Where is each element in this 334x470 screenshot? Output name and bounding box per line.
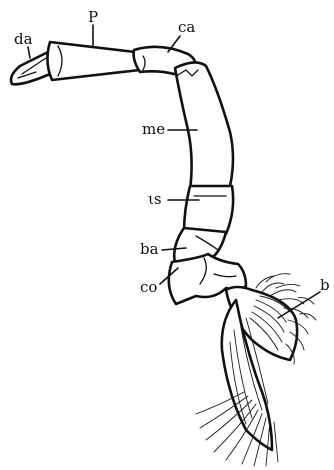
label-ca: ca [168, 18, 195, 52]
label-da-text: da [14, 30, 33, 48]
label-b-text: b [320, 276, 330, 294]
ischium-segment [184, 186, 233, 234]
dactylus-segment [11, 50, 52, 84]
label-p-text: P [88, 8, 98, 26]
label-co-text: co [140, 278, 157, 296]
label-da: da [14, 30, 33, 58]
label-ca-text: ca [178, 18, 195, 36]
propodus-segment [47, 42, 140, 80]
merus-segment [175, 62, 233, 190]
label-ba-text: ba [140, 240, 159, 258]
label-me-text: me [142, 120, 165, 138]
label-p: P [88, 8, 98, 47]
label-is-text: ιs [148, 190, 162, 208]
